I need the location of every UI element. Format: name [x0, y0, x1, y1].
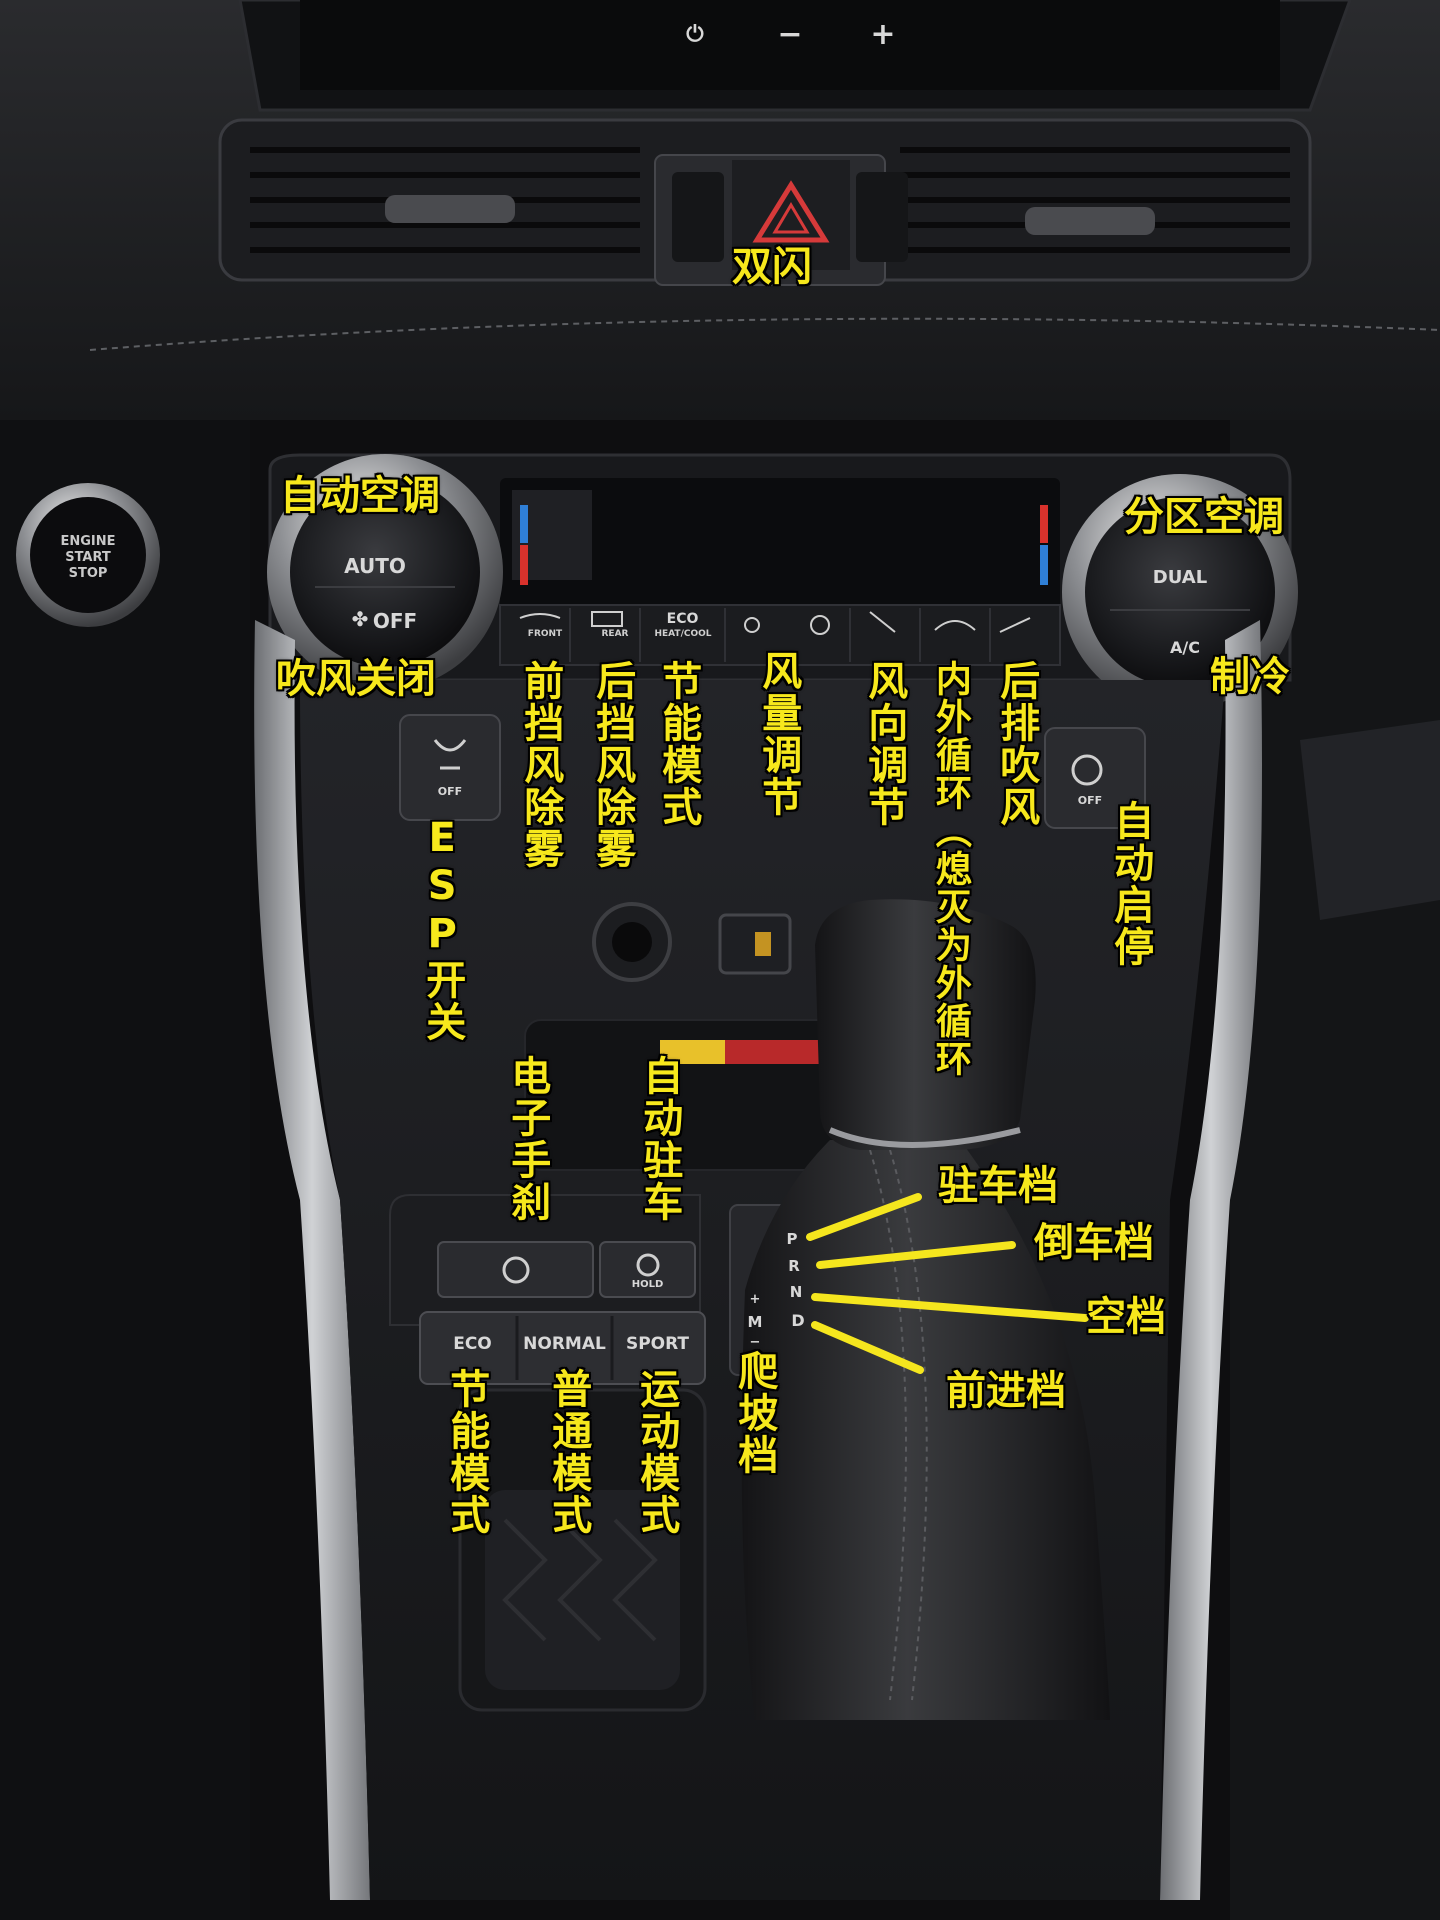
annotation-eco-climate: 节能模式 [655, 660, 702, 828]
auto-stop-button [1044, 727, 1146, 829]
e-brake-button [437, 1241, 594, 1298]
fan-low-icon [744, 617, 760, 633]
annotation-air-direction: 风向调节 [861, 660, 908, 828]
annotation-zone-ac: 分区空调 [1124, 494, 1284, 540]
annotation-cooling: 制冷 [1210, 654, 1290, 700]
annotation-auto-stop: 自动启停 [1107, 800, 1154, 968]
gear-r: R [788, 1257, 800, 1275]
annotation-drive-gear: 前进档 [946, 1368, 1066, 1414]
annotation-sport-mode: 运动模式 [633, 1368, 680, 1536]
drive-mode-eco[interactable]: ECO [453, 1334, 492, 1354]
annotation-auto-hold: 自动驻车 [636, 1055, 683, 1223]
hold-icon [636, 1253, 660, 1277]
annotation-e-brake: 电子手刹 [504, 1055, 551, 1223]
esp-icon [433, 739, 467, 770]
fan-off-icon[interactable]: ✤ [351, 607, 369, 631]
esp-off-label: OFF [437, 785, 463, 798]
front-defrost-label[interactable]: FRONT [527, 629, 563, 639]
gear-pointer-lines [806, 1193, 1089, 1374]
engine-button-label-3: STOP [68, 566, 108, 581]
annotation-front-defog: 前挡风除雾 [517, 660, 564, 870]
auto-hold-button [599, 1241, 696, 1298]
annotation-hazard: 双闪 [732, 244, 812, 290]
gear-plus: + [749, 1292, 761, 1307]
gear-d: D [791, 1311, 805, 1330]
gear-minus: − [749, 1335, 761, 1350]
dual-button-label[interactable]: DUAL [1152, 567, 1208, 588]
annotation-esp: ESP开关 [419, 815, 466, 1043]
annotation-recirculation: 内外循环（熄灭为外循环 [929, 660, 971, 1078]
annotation-fan-speed: 风量调节 [755, 650, 802, 818]
auto-stop-icon [1071, 754, 1103, 786]
annotation-fan-off: 吹风关闭 [276, 656, 436, 702]
front-defrost-icon [519, 613, 561, 619]
annotation-hill-gear: 爬坡档 [731, 1350, 778, 1476]
auto-button-label[interactable]: AUTO [344, 554, 406, 578]
parking-brake-icon [502, 1256, 530, 1284]
gear-m: M [747, 1313, 763, 1331]
annotation-eco-mode: 节能模式 [443, 1368, 490, 1536]
annotation-park-gear: 驻车档 [938, 1163, 1058, 1209]
annotation-normal-mode: 普通模式 [545, 1368, 592, 1536]
screen-minus-button[interactable]: − [777, 17, 803, 52]
drive-mode-sport[interactable]: SPORT [625, 1334, 690, 1354]
screen-plus-button[interactable]: + [870, 17, 896, 52]
gear-knob [815, 899, 1036, 1150]
rear-defrost-icon [591, 611, 623, 627]
recirculation-icon [934, 620, 976, 631]
annotation-reverse-gear: 倒车档 [1034, 1220, 1154, 1266]
auto-stop-off-label: OFF [1077, 794, 1103, 807]
annotation-auto-ac: 自动空调 [280, 473, 440, 519]
hold-label: HOLD [631, 1279, 664, 1290]
engine-button-label-1: ENGINE [60, 534, 116, 549]
annotation-rear-defog: 后挡风除雾 [589, 660, 636, 870]
hazard-icon [752, 180, 830, 243]
gear-p: P [786, 1230, 798, 1248]
engine-button-label-2: START [65, 550, 111, 565]
rear-vent-icon [999, 617, 1031, 633]
rear-defrost-label[interactable]: REAR [601, 629, 629, 639]
drive-mode-normal[interactable]: NORMAL [523, 1334, 606, 1354]
annotation-neutral-gear: 空档 [1086, 1294, 1166, 1340]
fan-high-icon [810, 615, 830, 635]
heat-cool-label: HEAT/COOL [654, 629, 712, 639]
screen-power-icon[interactable]: ⏻ [686, 22, 704, 47]
air-direction-icon [869, 611, 896, 633]
gear-n: N [789, 1283, 803, 1301]
fan-off-label[interactable]: OFF [372, 609, 418, 633]
eco-climate-label[interactable]: ECO [666, 611, 699, 627]
annotation-rear-vent: 后排吹风 [993, 660, 1040, 828]
ac-button-label[interactable]: A/C [1170, 638, 1200, 657]
